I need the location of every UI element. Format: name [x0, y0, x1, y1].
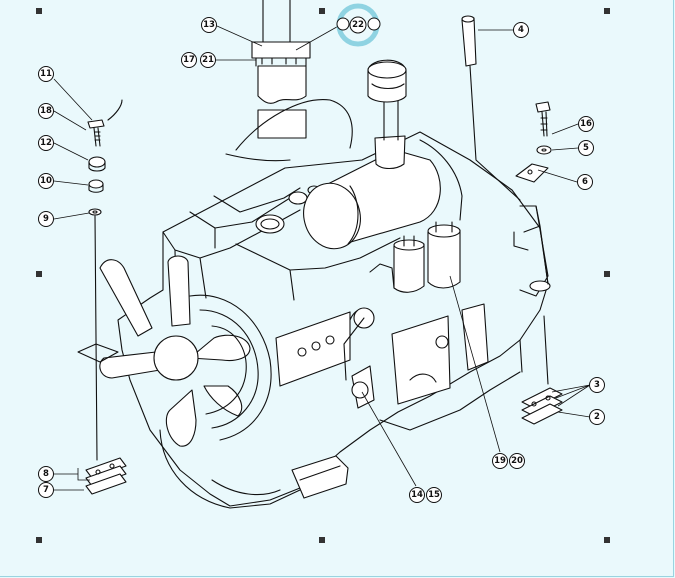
dipstick: [461, 15, 521, 201]
handle-middle-right[interactable]: [604, 271, 610, 277]
svg-text:19: 19: [494, 456, 506, 466]
svg-text:20: 20: [511, 456, 523, 466]
handle-bottom-right[interactable]: [604, 537, 610, 543]
handle-top-left[interactable]: [36, 8, 42, 14]
handle-bottom-center[interactable]: [319, 537, 325, 543]
callout-11[interactable]: 11: [38, 66, 54, 82]
callout-17[interactable]: 17: [181, 52, 197, 68]
injection-pump: [275, 303, 489, 409]
svg-text:11: 11: [40, 69, 52, 79]
svg-text:10: 10: [40, 176, 52, 186]
selection-handles[interactable]: [36, 8, 610, 543]
svg-text:5: 5: [583, 143, 589, 153]
mount-plates-right: [521, 315, 563, 425]
svg-text:13: 13: [203, 20, 215, 30]
handle-middle-left[interactable]: [36, 271, 42, 277]
svg-text:12: 12: [40, 138, 52, 148]
svg-text:8: 8: [43, 469, 49, 479]
callout-4[interactable]: 4: [513, 22, 529, 38]
callout-15[interactable]: 15: [426, 487, 442, 503]
callout-18[interactable]: 18: [38, 103, 54, 119]
leader-lines: [53, 23, 591, 491]
callout-7[interactable]: 7: [38, 482, 54, 498]
callout-10[interactable]: 10: [38, 173, 54, 189]
svg-text:9: 9: [43, 214, 49, 224]
callout-2[interactable]: 2: [589, 409, 605, 425]
right-mount-bracket: [513, 205, 551, 297]
svg-text:21: 21: [202, 55, 214, 65]
svg-text:16: 16: [580, 119, 592, 129]
svg-text:4: 4: [518, 25, 524, 35]
svg-text:18: 18: [40, 106, 52, 116]
mount-hardware-right: [515, 101, 552, 183]
svg-text:7: 7: [43, 485, 49, 495]
callout-14[interactable]: 14: [409, 487, 425, 503]
callout-9[interactable]: 9: [38, 211, 54, 227]
handle-top-center[interactable]: [319, 8, 325, 14]
callout-22-left-partial[interactable]: [336, 17, 350, 31]
callout-5[interactable]: 5: [578, 140, 594, 156]
svg-text:3: 3: [594, 380, 600, 390]
engine-drawing: [77, 0, 563, 509]
fuel-filter: [369, 221, 461, 293]
callout-12[interactable]: 12: [38, 135, 54, 151]
callout-21[interactable]: 21: [200, 52, 216, 68]
callout-22[interactable]: 22: [349, 16, 367, 34]
callout-labels[interactable]: 13 22 17 21 4 11 18 12 10 9 16 5 6 3 2 1…: [38, 16, 605, 503]
callout-13[interactable]: 13: [201, 17, 217, 33]
air-cleaner: [303, 59, 463, 250]
callout-20[interactable]: 20: [509, 453, 525, 469]
mount-hardware-left: [77, 99, 123, 461]
svg-text:14: 14: [411, 490, 423, 500]
svg-text:6: 6: [582, 177, 588, 187]
callout-16[interactable]: 16: [578, 116, 594, 132]
callout-3[interactable]: 3: [589, 377, 605, 393]
callout-22-right-partial[interactable]: [367, 17, 381, 31]
mount-plates-left: [85, 457, 127, 495]
svg-text:22: 22: [352, 20, 364, 30]
oil-pan: [159, 339, 523, 509]
svg-text:2: 2: [594, 412, 600, 422]
handle-bottom-left[interactable]: [36, 537, 42, 543]
callout-19[interactable]: 19: [492, 453, 508, 469]
callout-8[interactable]: 8: [38, 466, 54, 482]
svg-text:15: 15: [428, 490, 440, 500]
callout-6[interactable]: 6: [577, 174, 593, 190]
handle-top-right[interactable]: [604, 8, 610, 14]
intake-pipe: [225, 0, 353, 162]
svg-text:17: 17: [183, 55, 195, 65]
cooling-fan: [99, 255, 272, 447]
